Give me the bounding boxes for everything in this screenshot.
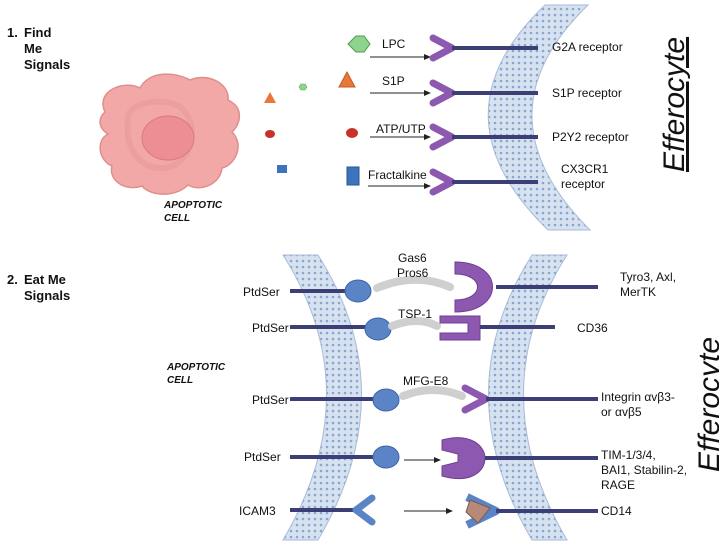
receptor-label-cx3cr1-line2: receptor xyxy=(561,177,606,191)
receptor-label-cx3cr1-line1: CX3CR1 xyxy=(561,162,609,176)
gas6-bridge-icon xyxy=(373,275,454,292)
receptor-label-cd36: CD36 xyxy=(577,321,608,335)
icam3-label: ICAM3 xyxy=(239,504,276,518)
tim-receptor-icon xyxy=(441,437,486,480)
receptor-label-tam-line1: Tyro3, Axl, xyxy=(620,270,677,284)
g2a-receptor-icon xyxy=(429,34,456,62)
apoptotic-cell-label2-line2: CELL xyxy=(167,375,194,386)
ptdser-label-4: PtdSer xyxy=(244,450,281,464)
mfge8-bridge-icon xyxy=(399,386,466,400)
s1p-icon xyxy=(338,70,356,88)
ligand-label-s1p: S1P xyxy=(382,74,405,88)
atp-icon xyxy=(346,128,358,138)
receptor-label-g2a: G2A receptor xyxy=(552,40,623,54)
receptor-label-integrin-line1: Integrin αvβ3- xyxy=(601,390,675,404)
bridge-label-mfge8: MFG-E8 xyxy=(403,374,449,388)
apoptotic-nucleus xyxy=(141,115,195,161)
efferocyte-label-top: Efferocyte xyxy=(658,36,691,172)
receptor-label-tim-line2: BAI1, Stabilin-2, xyxy=(601,463,688,477)
receptor-label-s1p: S1P receptor xyxy=(552,86,622,100)
fractalkine-icon xyxy=(346,166,360,186)
bridge-label-pros6: Pros6 xyxy=(397,266,429,280)
cd14-ligand-icon xyxy=(465,499,491,524)
lpc-small-icon xyxy=(298,83,308,91)
apoptotic-cell-label-line1: APOPTOTIC xyxy=(164,200,223,211)
receptor-label-p2y2: P2Y2 receptor xyxy=(552,130,629,144)
ptdser-4-icon xyxy=(372,445,400,469)
cd36-receptor-icon xyxy=(439,315,481,341)
apoptotic-cell-label-line2: CELL xyxy=(164,213,191,224)
icam3-icon xyxy=(352,494,376,526)
receptor-label-cd14: CD14 xyxy=(601,504,632,518)
section2-number: 2. xyxy=(7,272,18,287)
p2y2-receptor-icon xyxy=(429,123,456,151)
lpc-icon xyxy=(347,35,371,53)
efferocyte-label-bottom: Efferocyte xyxy=(693,336,719,472)
ptdser-2-icon xyxy=(364,317,392,341)
section1-title-line3: Signals xyxy=(24,57,71,72)
ptdser-1-icon xyxy=(344,279,372,303)
apoptotic-cell-label2-line1: APOPTOTIC xyxy=(167,362,226,373)
apoptotic-cell xyxy=(99,73,241,195)
s1p-small-icon xyxy=(264,92,276,103)
fractalkine-small-icon xyxy=(277,165,287,173)
atp-small-icon xyxy=(265,130,275,138)
tam-receptor-icon xyxy=(454,261,493,313)
ligand-label-atp: ATP/UTP xyxy=(376,122,426,136)
section1-number: 1. xyxy=(7,25,18,40)
ptdser-label-3: PtdSer xyxy=(252,393,289,407)
ligand-label-lpc: LPC xyxy=(382,37,406,51)
section2-title-line1: Eat Me xyxy=(24,272,66,287)
section2-title-line2: Signals xyxy=(24,288,71,303)
bridge-label-gas6: Gas6 xyxy=(398,251,427,265)
receptor-label-tim-line1: TIM-1/3/4, xyxy=(601,448,656,462)
section1-title-line1: Find xyxy=(24,25,52,40)
section1-title-line2: Me xyxy=(24,41,43,56)
ptdser-3-icon xyxy=(372,388,400,412)
integrin-receptor-icon xyxy=(461,384,490,414)
receptor-label-integrin-line2: or αvβ5 xyxy=(601,405,642,419)
ptdser-label-1: PtdSer xyxy=(243,285,280,299)
receptor-label-tam-line2: MerTK xyxy=(620,285,656,299)
cx3cr1-receptor-icon xyxy=(429,168,456,196)
receptor-label-tim-line3: RAGE xyxy=(601,478,636,492)
tsp1-bridge-icon xyxy=(388,317,441,330)
s1p-receptor-icon xyxy=(429,79,456,107)
bridge-label-tsp1: TSP-1 xyxy=(398,307,433,321)
ligand-label-fractalkine: Fractalkine xyxy=(368,168,427,182)
ptdser-label-2: PtdSer xyxy=(252,321,289,335)
efferocyte-membrane-top xyxy=(487,4,592,231)
